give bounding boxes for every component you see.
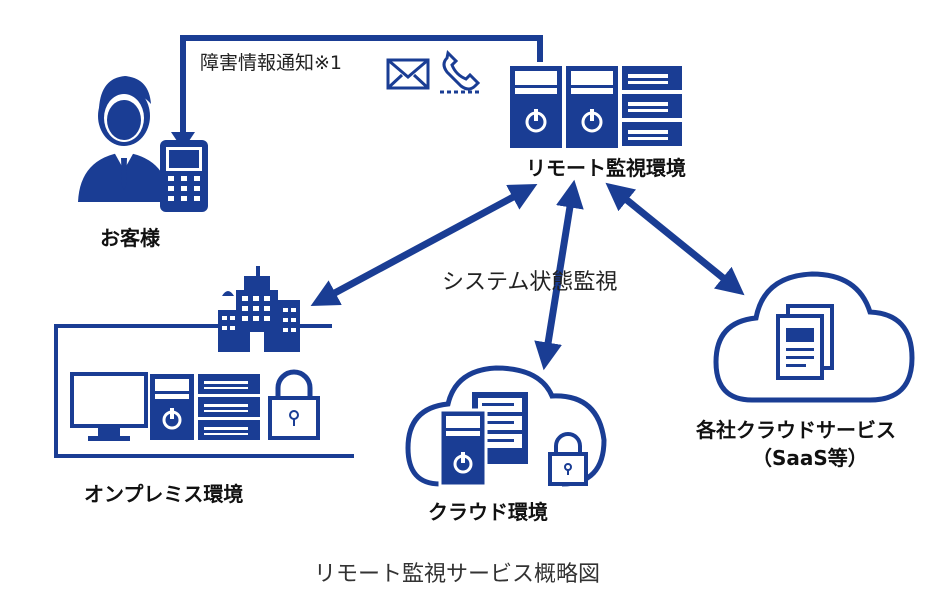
mail-icon: [386, 58, 430, 90]
arrow-remote-saas: [605, 182, 745, 296]
mobile-phone-icon: [160, 140, 208, 212]
remote-env-label: リモート監視環境: [526, 156, 686, 180]
cloud-env-lock-icon: [548, 432, 588, 486]
onprem-lock-icon: [268, 369, 320, 440]
saas-cloud-icon: [713, 271, 915, 403]
customer-person-icon: [78, 76, 170, 202]
monitor-icon: [70, 372, 148, 441]
monitoring-label: システム状態監視: [442, 270, 618, 295]
cloud-env-cloud-icon: [405, 365, 607, 487]
cloud-env-label: クラウド環境: [428, 500, 548, 524]
building-icon: [218, 266, 300, 352]
document-icon: [776, 304, 834, 380]
diagram-caption: リモート監視サービス概略図: [314, 562, 601, 587]
onprem-frame: [54, 324, 354, 458]
phone-icon: [440, 49, 482, 94]
arrow-remote-cloud: [534, 179, 584, 371]
onprem-tower-icon: [150, 374, 194, 440]
cloud-env-tower-icon: [438, 408, 488, 488]
onprem-label: オンプレミス環境: [84, 482, 244, 506]
customer-label: お客様: [100, 226, 160, 250]
saas-label-line1: 各社クラウドサービス: [696, 418, 896, 442]
arrow-remote-onprem: [310, 184, 538, 306]
notification-label: 障害情報通知※1: [200, 52, 343, 74]
onprem-rack-icon: [198, 374, 260, 440]
saas-label-line2: （SaaS等）: [752, 446, 868, 470]
remote-server-icon: [510, 66, 682, 148]
